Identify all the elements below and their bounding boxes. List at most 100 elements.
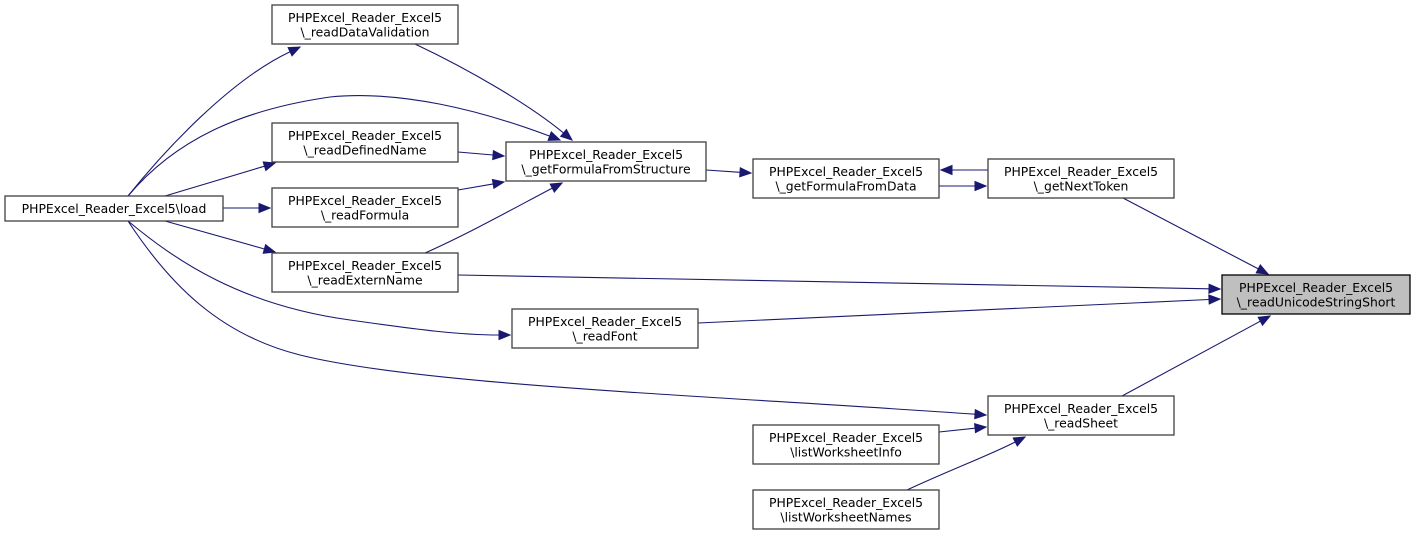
- edge-line: [127, 220, 500, 336]
- node-getFormulaFromData[interactable]: PHPExcel_Reader_Excel5\_getFormulaFromDa…: [752, 158, 940, 199]
- node-readDataValidation[interactable]: PHPExcel_Reader_Excel5\_readDataValidati…: [271, 4, 459, 45]
- edge-line: [457, 274, 1210, 290]
- node-readSheet[interactable]: PHPExcel_Reader_Excel5\_readSheet: [987, 395, 1175, 436]
- edge-load-to-readExternName: [164, 220, 277, 254]
- edge-load-to-readFormula: [223, 202, 272, 214]
- node-label: \_getFormulaFromData: [775, 178, 916, 193]
- node-label: PHPExcel_Reader_Excel5: [288, 193, 442, 208]
- node-label: \listWorksheetInfo: [790, 444, 902, 459]
- edge-listWorksheetInfo-to-readSheet: [938, 423, 988, 434]
- edge-line: [414, 43, 564, 134]
- edge-line: [697, 298, 1210, 324]
- node-box: [1221, 274, 1411, 315]
- edge-line: [1121, 320, 1261, 397]
- node-readUnicodeStringShort: PHPExcel_Reader_Excel5\_readUnicodeStrin…: [1221, 274, 1411, 315]
- edge-line: [127, 220, 976, 415]
- edge-load-to-readDataValidation: [127, 46, 302, 197]
- edge-readDataValidation-to-getFormulaFromStructure: [414, 43, 574, 141]
- edge-line: [457, 183, 494, 191]
- edge-readDefinedName-to-getFormulaFromStructure: [457, 149, 506, 161]
- node-label: PHPExcel_Reader_Excel5: [1239, 280, 1393, 295]
- arrowhead-icon: [491, 178, 506, 190]
- node-label: \_readFormula: [321, 207, 409, 222]
- node-readDefinedName[interactable]: PHPExcel_Reader_Excel5\_readDefinedName: [271, 122, 459, 163]
- node-label: PHPExcel_Reader_Excel5: [288, 10, 442, 25]
- nodes-layer: PHPExcel_Reader_Excel5\loadPHPExcel_Read…: [4, 4, 1411, 530]
- node-label: PHPExcel_Reader_Excel5: [288, 128, 442, 143]
- arrowhead-icon: [549, 182, 564, 193]
- edge-getNextToken-to-readUnicodeStringShort: [1122, 197, 1270, 275]
- node-label: \_readUnicodeStringShort: [1237, 294, 1396, 309]
- node-label: \_readFont: [572, 328, 637, 343]
- edge-getNextToken-to-getFormulaFromData: [939, 164, 988, 176]
- arrowhead-icon: [258, 202, 272, 214]
- arrowhead-icon: [1257, 315, 1272, 327]
- node-label: PHPExcel_Reader_Excel5: [769, 495, 923, 510]
- edge-line: [164, 165, 265, 197]
- edge-line: [127, 51, 291, 197]
- edges-layer: [127, 43, 1272, 491]
- node-label: PHPExcel_Reader_Excel5: [288, 258, 442, 273]
- node-label: PHPExcel_Reader_Excel5: [1004, 401, 1158, 416]
- arrowhead-icon: [262, 243, 277, 254]
- arrowhead-icon: [287, 46, 302, 57]
- arrowhead-icon: [739, 167, 753, 178]
- edge-line: [705, 169, 741, 173]
- edge-load-to-getFormulaFromStructure: [127, 95, 562, 197]
- edge-getFormulaFromData-to-getNextToken: [939, 180, 988, 192]
- node-label: \_readDefinedName: [303, 142, 426, 157]
- node-load[interactable]: PHPExcel_Reader_Excel5\load: [4, 195, 224, 222]
- arrowhead-icon: [1012, 436, 1027, 447]
- edge-line: [1122, 197, 1259, 270]
- arrowhead-icon: [1255, 264, 1270, 275]
- node-readExternName[interactable]: PHPExcel_Reader_Excel5\_readExternName: [271, 252, 459, 293]
- node-box: [987, 395, 1175, 436]
- edge-readSheet-to-readUnicodeStringShort: [1121, 315, 1272, 397]
- arrowhead-icon: [498, 329, 512, 341]
- edge-readExternName-to-readUnicodeStringShort: [457, 274, 1222, 295]
- node-box: [505, 141, 707, 182]
- node-box: [271, 122, 459, 163]
- node-label: PHPExcel_Reader_Excel5\load: [22, 201, 207, 216]
- arrowhead-icon: [1208, 294, 1222, 305]
- node-label: \listWorksheetNames: [780, 509, 911, 524]
- node-getNextToken[interactable]: PHPExcel_Reader_Excel5\_getNextToken: [987, 158, 1175, 199]
- edge-getFormulaFromStructure-to-getFormulaFromData: [705, 167, 753, 178]
- node-readFormula[interactable]: PHPExcel_Reader_Excel5\_readFormula: [271, 187, 459, 228]
- arrowhead-icon: [492, 149, 506, 161]
- node-box: [271, 252, 459, 293]
- node-box: [271, 187, 459, 228]
- node-box: [4, 195, 224, 222]
- edge-load-to-readSheet: [127, 220, 988, 420]
- edge-line: [127, 95, 550, 197]
- node-label: \_readExternName: [307, 272, 422, 287]
- edge-line: [424, 187, 553, 254]
- arrowhead-icon: [974, 180, 988, 192]
- node-label: \_getNextToken: [1034, 178, 1129, 193]
- edge-load-to-readDefinedName: [164, 161, 277, 197]
- node-label: PHPExcel_Reader_Excel5: [529, 147, 683, 162]
- edge-readFont-to-readUnicodeStringShort: [697, 294, 1222, 324]
- edge-load-to-readFont: [127, 220, 512, 341]
- arrowhead-icon: [547, 131, 562, 141]
- node-label: PHPExcel_Reader_Excel5: [769, 164, 923, 179]
- edge-readExternName-to-getFormulaFromStructure: [424, 182, 564, 254]
- node-getFormulaFromStructure[interactable]: PHPExcel_Reader_Excel5\_getFormulaFromSt…: [505, 141, 707, 182]
- arrowhead-icon: [974, 408, 988, 420]
- node-label: PHPExcel_Reader_Excel5: [1004, 164, 1158, 179]
- edge-readFormula-to-getFormulaFromStructure: [457, 178, 506, 191]
- node-label: \_readDataValidation: [300, 24, 429, 39]
- edge-listWorksheetNames-to-readSheet: [906, 436, 1027, 491]
- arrowhead-icon: [939, 164, 953, 176]
- arrowhead-icon: [974, 423, 988, 434]
- node-label: \_readSheet: [1044, 415, 1118, 430]
- arrowhead-icon: [559, 128, 574, 141]
- edge-line: [164, 220, 265, 250]
- node-box: [752, 424, 940, 465]
- node-readFont[interactable]: PHPExcel_Reader_Excel5\_readFont: [511, 308, 699, 349]
- node-box: [752, 489, 940, 530]
- node-listWorksheetNames[interactable]: PHPExcel_Reader_Excel5\listWorksheetName…: [752, 489, 940, 530]
- node-listWorksheetInfo[interactable]: PHPExcel_Reader_Excel5\listWorksheetInfo: [752, 424, 940, 465]
- edge-line: [906, 441, 1016, 491]
